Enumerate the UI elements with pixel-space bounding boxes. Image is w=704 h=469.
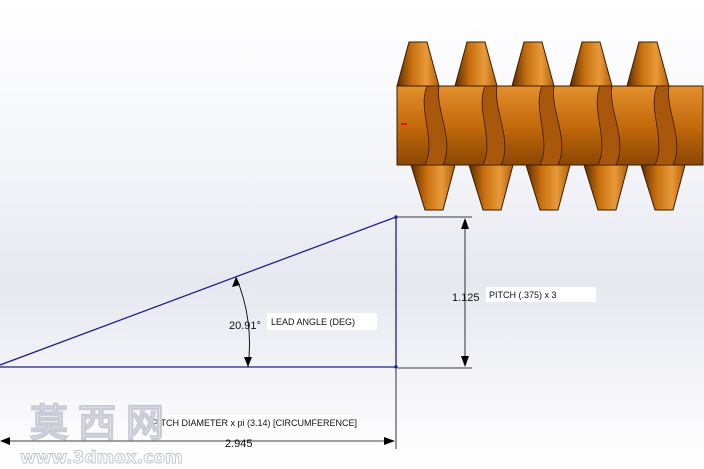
worm-thread-bottom	[640, 164, 686, 211]
worm-thread-top	[454, 41, 498, 87]
worm-thread-top	[511, 41, 555, 87]
worm-thread-top	[569, 41, 613, 87]
triangle-hypotenuse	[0, 216, 397, 366]
worm-thread-bottom	[525, 164, 571, 211]
worm-thread-top	[626, 41, 670, 87]
circumference-dimension	[0, 369, 397, 449]
worm-thread-bottom	[410, 164, 456, 211]
worm-thread-top	[396, 41, 440, 87]
worm-thread-flank	[538, 85, 563, 166]
pitch-dimension	[398, 216, 472, 369]
lead-angle-triangle	[0, 215, 398, 369]
circumference-label: PITCH DIAMETER x pi (3.14) [CIRCUMFERENC…	[152, 418, 357, 428]
worm-thread-bottom	[583, 164, 629, 211]
worm-thread-flank	[423, 85, 448, 166]
worm-thread-flank	[653, 85, 678, 166]
lead-angle-dimension	[232, 276, 252, 368]
watermark-chinese-text: 莫西网	[30, 401, 174, 445]
pitch-label: PITCH (.375) x 3	[489, 290, 557, 300]
lead-angle-value: 20.91°	[229, 320, 261, 332]
pitch-value: 1.125	[452, 292, 480, 304]
watermark-logo: 莫西网 www.3dmox.com	[20, 400, 184, 468]
worm-thread-flank	[596, 85, 621, 166]
watermark-url-text: www.3dmox.com	[20, 448, 183, 468]
worm-thread-flank	[481, 85, 506, 166]
worm-thread-bottom	[468, 164, 514, 211]
worm-gear-image	[396, 41, 704, 211]
lead-angle-label: LEAD ANGLE (DEG)	[271, 317, 355, 327]
circumference-value: 2.945	[225, 438, 253, 450]
